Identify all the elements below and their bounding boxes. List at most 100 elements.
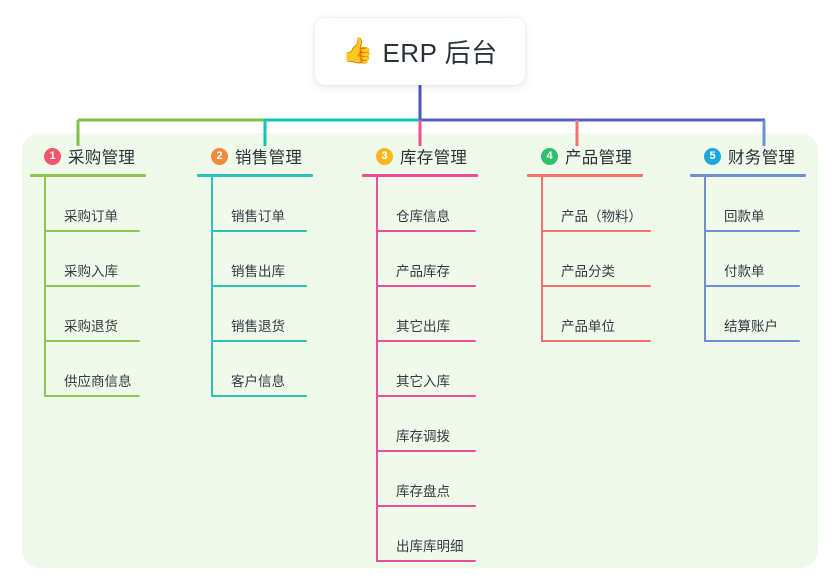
branch-underline [30,174,146,177]
leaf-underline [44,339,140,342]
branch-title: 库存管理 [400,149,468,167]
leaf-label: 采购订单 [64,208,118,224]
leaf-label: 销售退货 [231,318,285,334]
leaf-label: 库存调拨 [396,428,450,444]
leaf-underline [44,284,140,287]
thumbs-up-icon: 👍 [342,37,374,65]
leaf-node[interactable]: 仓库信息 [362,177,478,232]
branch-underline [690,174,806,177]
branch-trunk-line [44,176,46,397]
leaf-label: 仓库信息 [396,208,450,224]
branch-trunk-line [376,176,378,562]
leaf-underline [704,284,800,287]
leaf-label: 结算账户 [724,318,778,334]
branch-title: 产品管理 [565,149,633,167]
branch-underline [362,174,478,177]
leaf-label: 出库库明细 [396,538,464,554]
leaf-underline [541,339,651,342]
leaf-label: 销售订单 [231,208,285,224]
branch-column-4: 4 产品管理产品（物料） 产品分类产品单位 [527,143,651,342]
leaf-label: 其它入库 [396,373,450,389]
branch-number-badge: 4 [541,147,558,165]
branch-header-5[interactable]: 5 财务管理 [690,143,806,169]
leaf-node[interactable]: 出库库明细 [362,507,478,562]
branch-header-1[interactable]: 1 采购管理 [30,143,146,169]
leaf-node[interactable]: 产品库存 [362,232,478,287]
branch-title: 销售管理 [235,149,303,167]
leaf-label: 产品库存 [396,263,450,279]
leaf-label: 供应商信息 [64,373,132,389]
leaf-label: 采购入库 [64,263,118,279]
leaf-node[interactable]: 回款单 [690,177,806,232]
leaf-node[interactable]: 其它出库 [362,287,478,342]
leaf-label: 产品单位 [561,318,615,334]
leaf-node[interactable]: 结算账户 [690,287,806,342]
leaf-node[interactable]: 产品单位 [527,287,651,342]
leaf-node[interactable]: 其它入库 [362,342,478,397]
branch-header-3[interactable]: 3 库存管理 [362,143,478,169]
leaf-label: 其它出库 [396,318,450,334]
branch-trunk-line [211,176,213,397]
leaf-node[interactable]: 销售出库 [197,232,313,287]
branch-title: 财务管理 [728,149,796,167]
leaf-node[interactable]: 库存调拨 [362,397,478,452]
leaf-node[interactable]: 采购订单 [30,177,146,232]
leaf-underline [376,339,476,342]
root-node-card[interactable]: 👍 ERP 后台 [315,18,525,85]
leaf-underline [704,339,800,342]
leaf-label: 客户信息 [231,373,285,389]
leaf-label: 销售出库 [231,263,285,279]
leaf-underline [211,229,307,232]
branch-header-4[interactable]: 4 产品管理 [527,143,643,169]
leaf-node[interactable]: 销售订单 [197,177,313,232]
branch-column-5: 5 财务管理回款单付款单结算账户 [690,143,806,342]
leaf-underline [376,504,476,507]
leaf-label: 产品（物料） [561,208,642,224]
leaf-node[interactable]: 销售退货 [197,287,313,342]
diagram-panel [22,133,818,568]
leaf-underline [704,229,800,232]
leaf-node[interactable]: 供应商信息 [30,342,146,397]
branch-number-badge: 3 [376,147,393,165]
branch-underline [197,174,313,177]
leaf-label: 采购退货 [64,318,118,334]
branch-number-badge: 5 [704,147,721,165]
leaf-underline [376,229,476,232]
leaf-node[interactable]: 产品分类 [527,232,651,287]
leaf-label: 回款单 [724,208,765,224]
leaf-underline [541,284,651,287]
leaf-underline [211,339,307,342]
leaf-underline [376,394,476,397]
leaf-underline [211,284,307,287]
branch-title: 采购管理 [68,149,136,167]
leaf-node[interactable]: 采购退货 [30,287,146,342]
branch-leaf-list: 仓库信息产品库存其它出库其它入库库存调拨库存盘点出库库明细 [362,176,478,562]
leaf-node[interactable]: 采购入库 [30,232,146,287]
leaf-underline [376,284,476,287]
leaf-node[interactable]: 库存盘点 [362,452,478,507]
leaf-label: 产品分类 [561,263,615,279]
branch-leaf-list: 销售订单销售出库销售退货客户信息 [197,176,313,397]
branch-column-1: 1 采购管理采购订单采购入库采购退货供应商信息 [30,143,146,397]
leaf-underline [44,394,140,397]
leaf-node[interactable]: 付款单 [690,232,806,287]
branch-number-badge: 1 [44,147,61,165]
root-node-title: ERP 后台 [382,38,498,68]
leaf-label: 付款单 [724,263,765,279]
leaf-node[interactable]: 客户信息 [197,342,313,397]
leaf-label: 库存盘点 [396,483,450,499]
leaf-underline [376,449,476,452]
leaf-underline [211,394,307,397]
branch-column-3: 3 库存管理仓库信息产品库存其它出库其它入库库存调拨库存盘点出库库明细 [362,143,478,562]
leaf-underline [376,559,476,562]
leaf-node[interactable]: 产品（物料） [527,177,651,232]
branch-leaf-list: 回款单付款单结算账户 [690,176,806,342]
leaf-underline [44,229,140,232]
branch-leaf-list: 采购订单采购入库采购退货供应商信息 [30,176,146,397]
branch-underline [527,174,643,177]
branch-trunk-line [704,176,706,342]
branch-trunk-line [541,176,543,342]
